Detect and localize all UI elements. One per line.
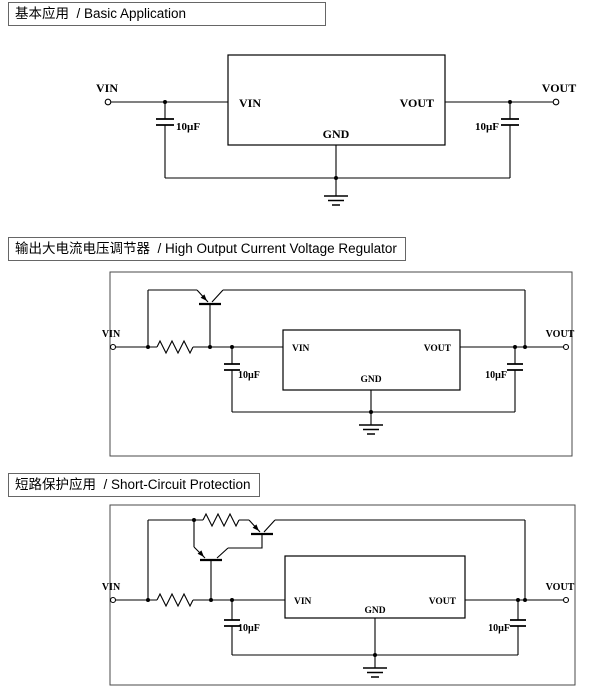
output-capacitor-label: 10µF [475,121,499,133]
vin-terminal [109,343,117,351]
ic-vout-pin-label: VOUT [424,344,452,354]
capacitor-plates [224,619,526,627]
series-resistor [156,592,194,608]
junction-dot [230,345,234,349]
vout-terminal [562,596,570,604]
circuit-short-circuit-protection: VIN VOUT VIN VOUT GND 10µF 10µF [102,504,576,686]
ic-vout-pin-label: VOUT [429,597,457,607]
capacitor-plates [224,363,523,371]
protection-transistor [193,546,229,562]
wires [115,289,564,425]
ground-symbol [359,424,383,435]
ic-gnd-pin-label: GND [323,127,350,141]
collector-lead [263,519,276,533]
ic-vin-pin-label: VIN [294,597,312,607]
circuit-high-output-current: VIN VOUT VIN VOUT GND 10µF 10µF [102,271,575,457]
ground-symbol [324,195,348,206]
ic-gnd-pin-label: GND [360,375,381,385]
ic-vin-pin-label: VIN [292,344,310,354]
ic-vout-pin-label: VOUT [400,96,434,110]
pass-transistor [248,519,276,536]
series-resistor [156,339,194,355]
junction-dot [208,345,212,349]
regulator-ic-box [282,329,461,391]
pass-transistor [196,289,224,306]
ground-symbol [363,667,387,678]
vout-label: VOUT [546,582,575,593]
circuit-frame [109,271,573,457]
vin-label: VIN [102,329,121,340]
circuit-frame [109,504,576,686]
junction-dot [369,410,373,414]
junction-dot [146,345,150,349]
junction-dot [209,598,213,602]
output-capacitor-label: 10µF [488,623,510,634]
junction-dot [523,345,527,349]
capacitor-plates [156,118,519,126]
regulator-ic-box [284,555,466,619]
vin-terminal [104,98,112,106]
vout-label: VOUT [542,81,576,95]
junction-dot [523,598,527,602]
vout-terminal [552,98,560,106]
junction-dot [513,345,517,349]
junction-dot [230,598,234,602]
vout-terminal [562,343,570,351]
circuit-basic-application: VIN VOUT VIN VOUT GND 10µF 10µF [96,54,576,206]
input-capacitor-label: 10µF [238,370,260,381]
emitter-arrow [200,294,207,301]
junction-dot [373,653,377,657]
output-capacitor-label: 10µF [485,370,507,381]
vout-label: VOUT [546,329,575,340]
emitter-arrow [252,524,259,531]
regulator-ic-box [227,54,446,146]
input-capacitor-label: 10µF [238,623,260,634]
ic-gnd-pin-label: GND [364,606,385,616]
junction-dot [163,100,167,104]
sense-resistor [202,512,240,528]
section-title-high-output-current: 输出大电流电压调节器 / High Output Current Voltage… [8,237,406,261]
junction-dot [516,598,520,602]
junction-dot [334,176,338,180]
junction-dot [508,100,512,104]
junction-dot [146,598,150,602]
emitter-arrow [197,550,204,557]
vin-label: VIN [102,582,121,593]
section-title-short-circuit-protection: 短路保护应用 / Short-Circuit Protection [8,473,260,497]
collector-lead [216,547,229,559]
vin-terminal [109,596,117,604]
vin-label: VIN [96,81,118,95]
collector-lead [211,289,224,303]
input-capacitor-label: 10µF [176,121,200,133]
section-title-basic-application: 基本应用 / Basic Application [8,2,326,26]
ic-vin-pin-label: VIN [239,96,261,110]
junction-dot [192,518,196,522]
